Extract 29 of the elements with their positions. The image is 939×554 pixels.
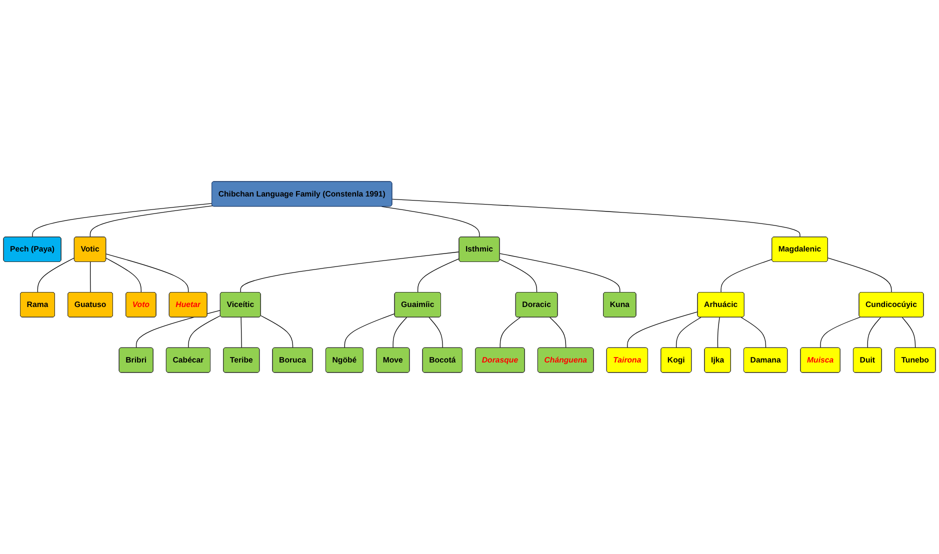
connector (188, 315, 221, 348)
connector (260, 315, 294, 348)
connector (90, 262, 91, 293)
connector (32, 203, 212, 238)
connector (740, 317, 766, 348)
connector (499, 259, 538, 293)
connector (392, 198, 800, 238)
connector (344, 313, 396, 348)
connector (820, 316, 861, 348)
connector (867, 317, 882, 348)
connector (106, 254, 189, 293)
connector (90, 206, 213, 238)
connector (417, 258, 460, 293)
connector (550, 317, 566, 348)
connector (37, 258, 75, 293)
connector (106, 258, 142, 293)
connector (240, 317, 242, 348)
connector (500, 317, 521, 348)
connector (902, 317, 916, 348)
connector (428, 317, 443, 348)
connector (828, 258, 892, 293)
connector (717, 317, 720, 348)
connector (720, 259, 772, 293)
connector (240, 252, 460, 293)
connector (627, 311, 698, 348)
connector (676, 317, 702, 348)
connector (381, 206, 480, 238)
connector (499, 253, 620, 293)
connector (392, 317, 408, 348)
